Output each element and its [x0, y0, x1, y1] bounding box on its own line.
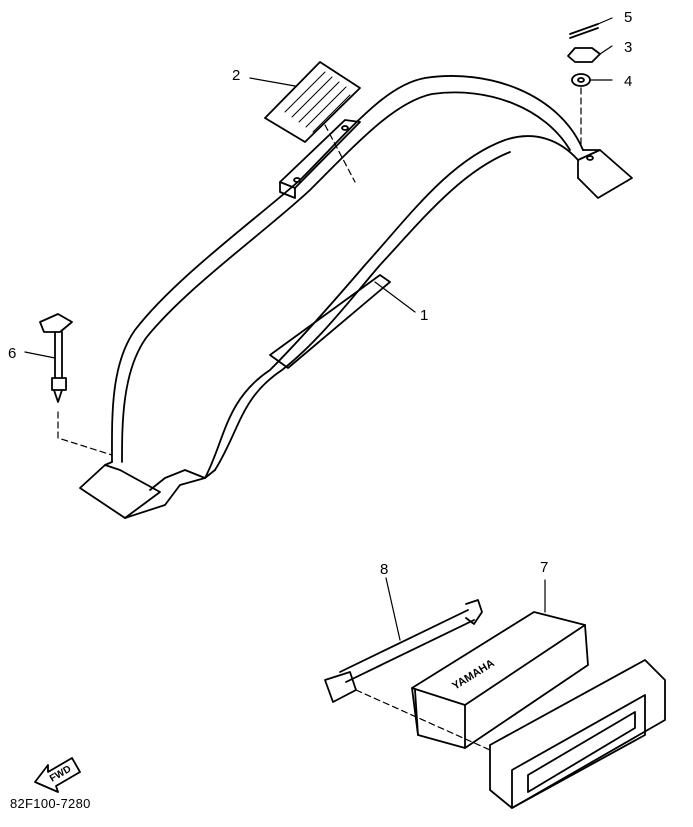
fwd-label: FWD	[48, 764, 73, 785]
washer-part-4	[571, 73, 613, 87]
battery-box-part-7	[411, 579, 589, 749]
callout-1: 1	[420, 307, 428, 324]
label-plate-part-2	[249, 61, 361, 183]
brand-label: YAMAHA	[450, 657, 496, 692]
callout-3: 3	[624, 39, 632, 56]
callout-8: 8	[380, 561, 388, 578]
strap-part-8	[324, 577, 491, 751]
callout-2: 2	[232, 67, 240, 84]
callout-7: 7	[540, 559, 548, 576]
fender-part-1	[79, 75, 633, 519]
callout-6: 6	[8, 345, 16, 362]
callout-5: 5	[624, 9, 632, 26]
bolt-part-6	[24, 313, 113, 456]
pin-part-5	[569, 17, 613, 39]
forward-arrow-icon	[34, 757, 81, 793]
nut-part-3	[567, 45, 613, 63]
drawing-code: 82F100-7280	[10, 796, 91, 811]
tray-bracket	[489, 659, 666, 809]
callout-4: 4	[624, 73, 632, 90]
